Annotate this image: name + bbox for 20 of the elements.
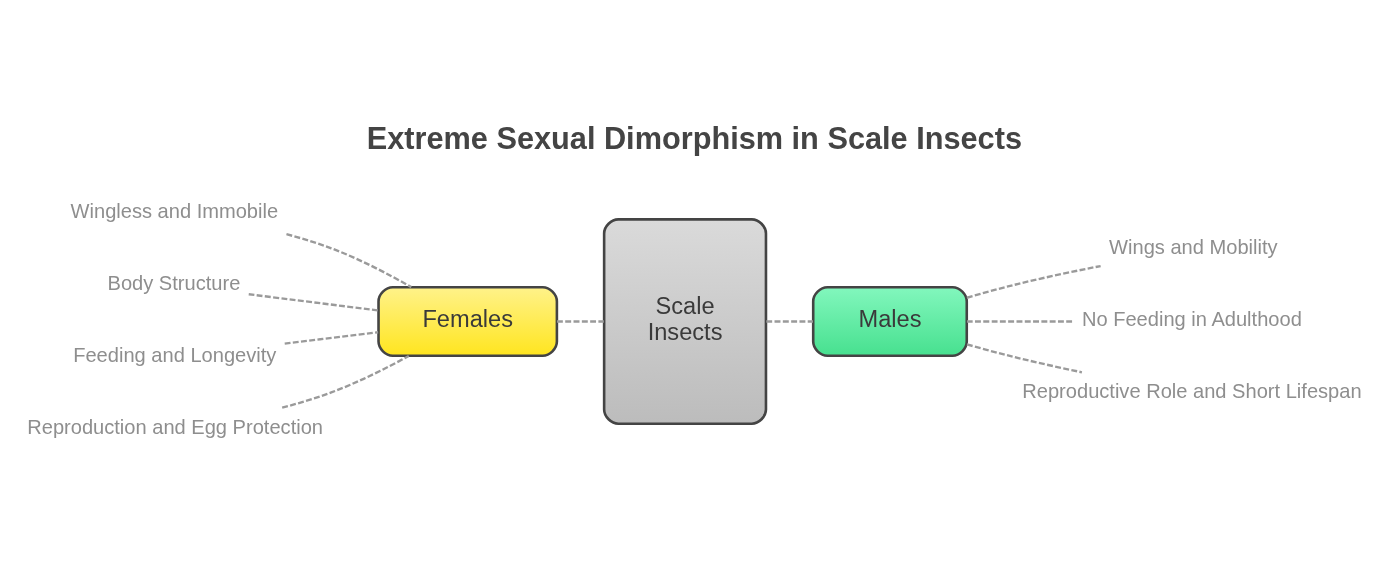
node-box: Males bbox=[811, 285, 969, 357]
node-text: No Feeding in Adulthood bbox=[1081, 307, 1302, 330]
connector bbox=[766, 319, 813, 323]
connector bbox=[966, 264, 1101, 299]
connector bbox=[248, 292, 379, 312]
connector bbox=[966, 319, 1074, 323]
connector bbox=[284, 330, 379, 345]
connector bbox=[286, 232, 412, 288]
node-text: Wings and Mobility bbox=[1109, 235, 1278, 258]
node-text: Body Structure bbox=[107, 271, 241, 294]
node-text: Feeding and Longevity bbox=[73, 343, 277, 366]
connector bbox=[556, 319, 604, 323]
node-text: Reproductive Role and Short Lifespan bbox=[1022, 379, 1362, 402]
node-box: Females bbox=[377, 285, 559, 357]
node-text: Wingless and Immobile bbox=[70, 199, 279, 222]
node-text: Reproduction and Egg Protection bbox=[27, 415, 324, 438]
diagram-title: Extreme Sexual Dimorphism in Scale Insects bbox=[366, 120, 1022, 156]
connector bbox=[966, 342, 1083, 373]
connector bbox=[281, 354, 410, 409]
node-box: Scale Insects bbox=[602, 217, 768, 425]
